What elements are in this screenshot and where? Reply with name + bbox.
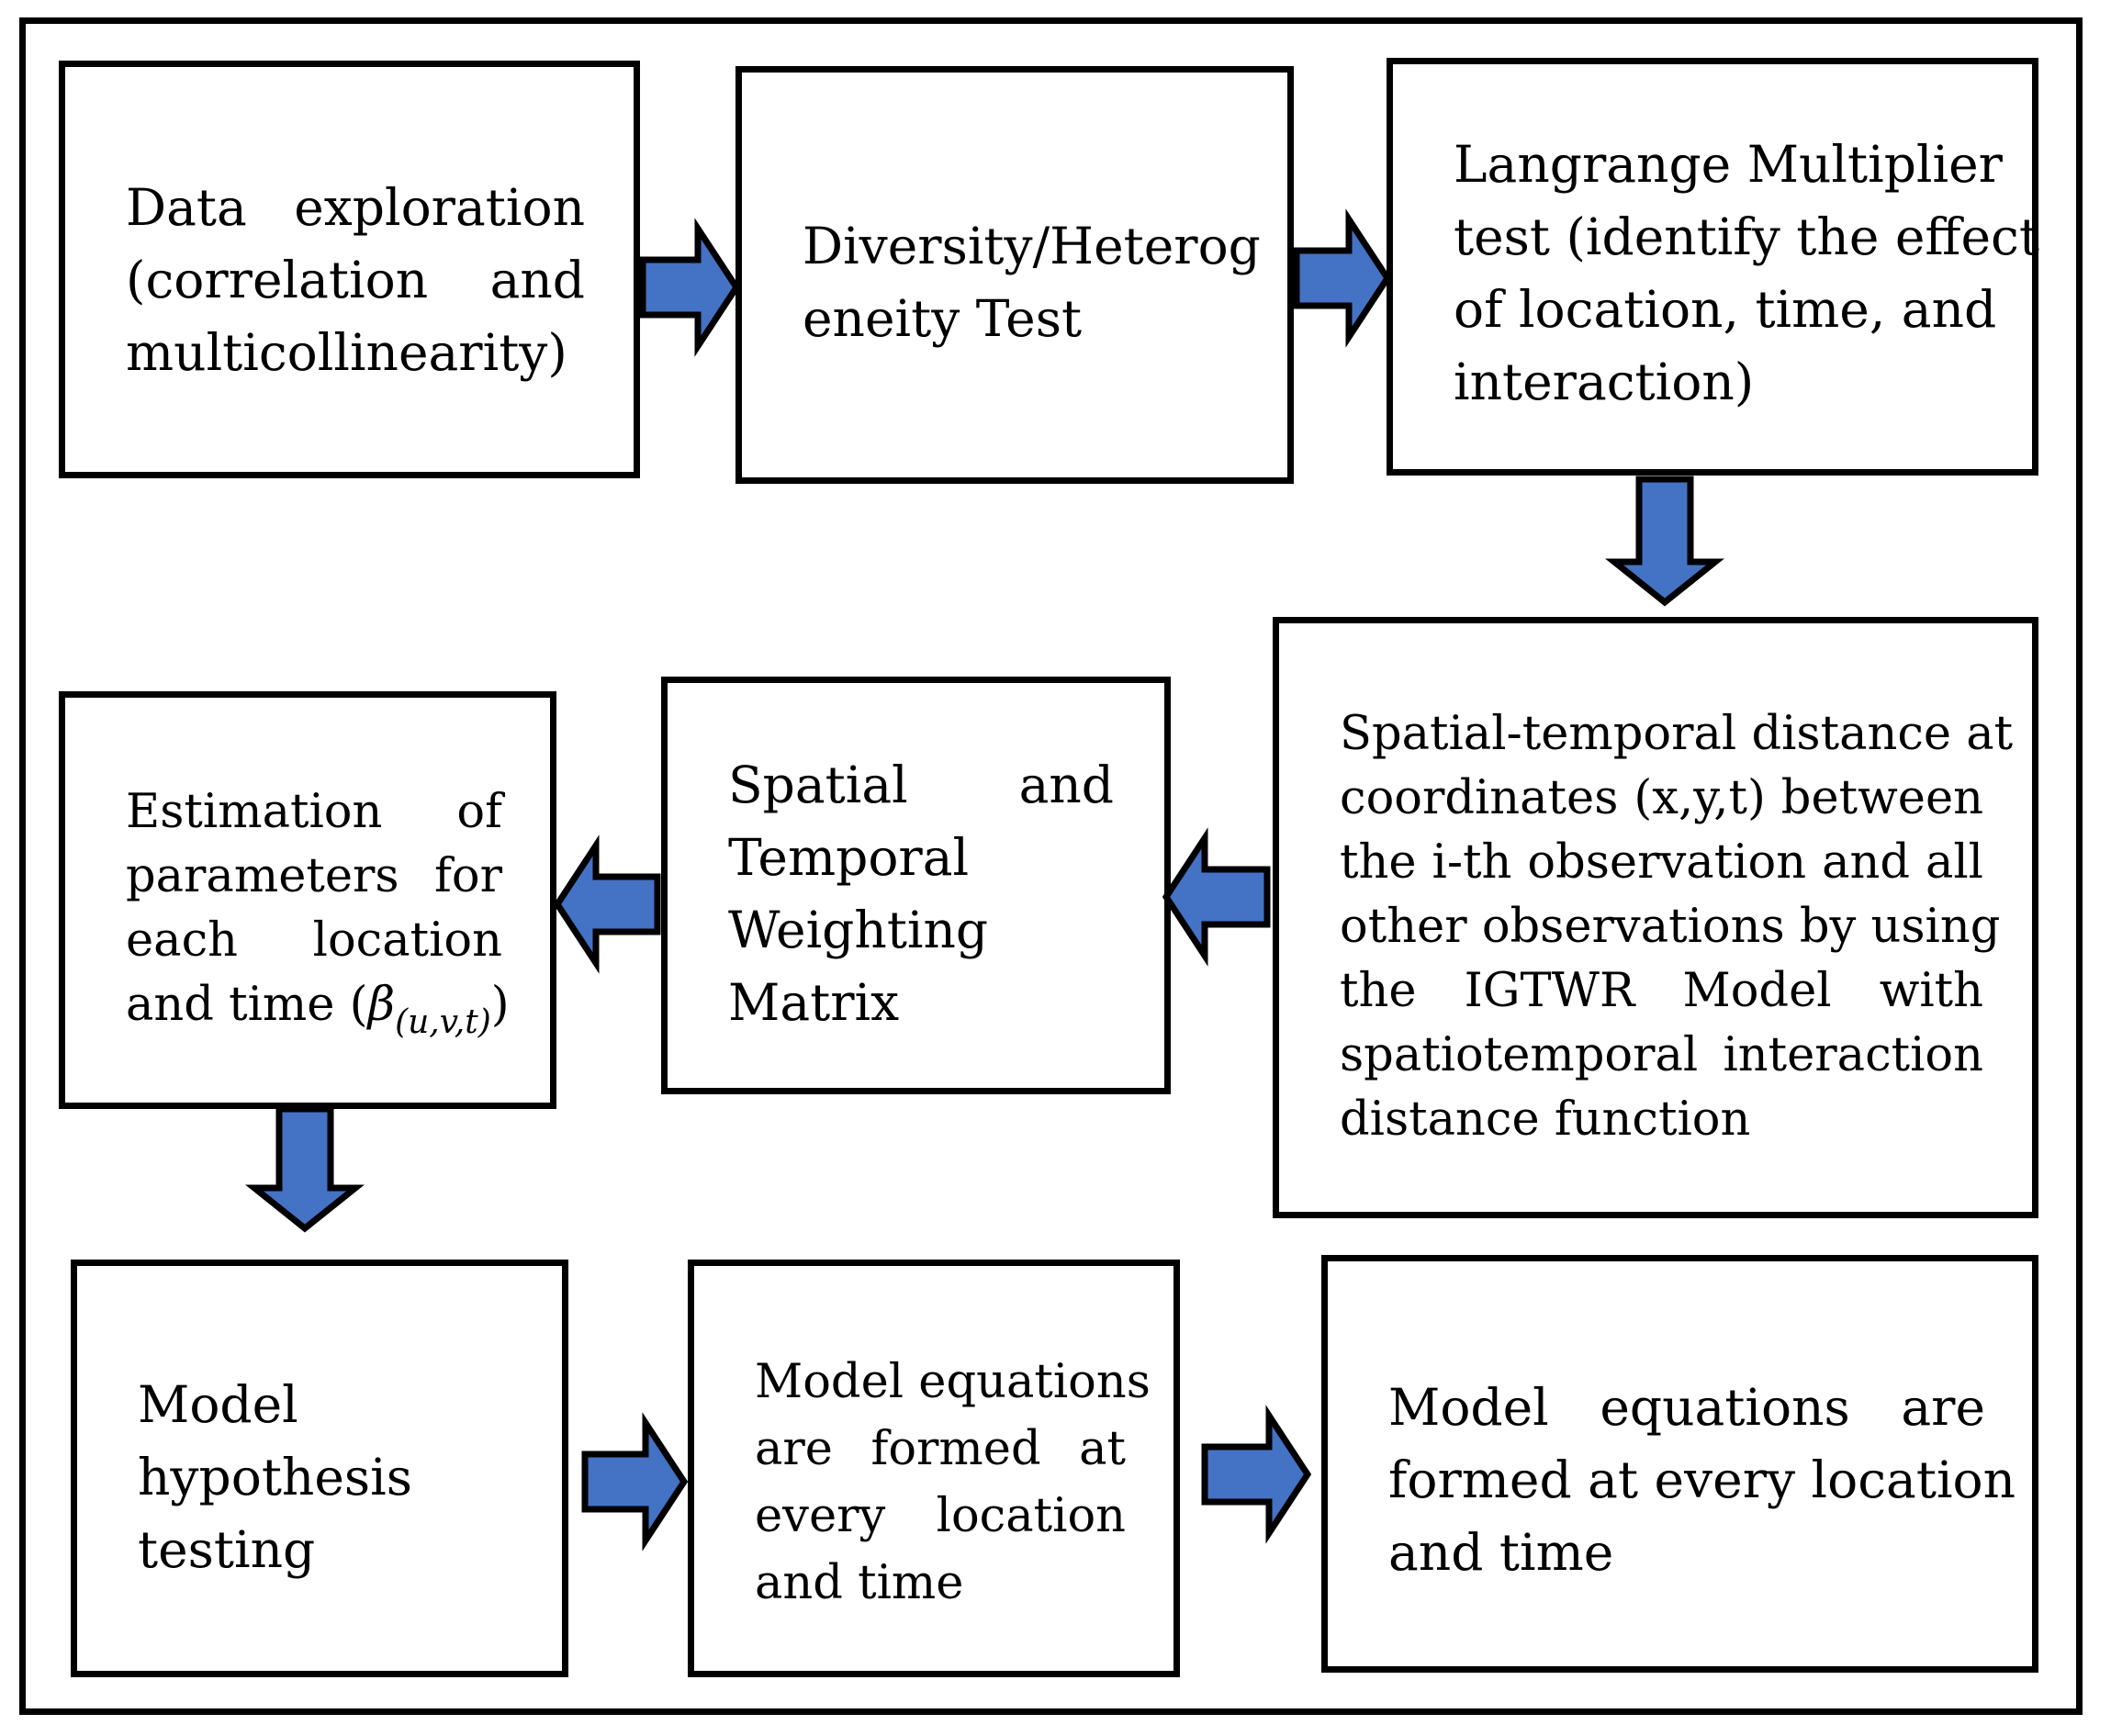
box-line: spatiotemporal interaction (1340, 1028, 1983, 1082)
box-line: Estimation of (126, 785, 502, 839)
box-line: Model (138, 1375, 298, 1434)
box-diversity-test: Diversity/Heterog eneity Test (735, 66, 1294, 484)
box-line: every location (755, 1489, 1126, 1543)
box-spatial-temporal-distance: Spatial-temporal distance at coordinates… (1273, 617, 2038, 1218)
box-line: hypothesis (138, 1448, 412, 1506)
box-data-exploration: Data exploration (correlation and multic… (59, 61, 640, 478)
beta-symbol: β (367, 978, 396, 1032)
box-line: Model equations (755, 1355, 1151, 1409)
box-line: of location, time, and (1454, 280, 1997, 339)
box-line: Data exploration (126, 178, 585, 237)
box-line: Weighting (728, 901, 989, 959)
box-line: Matrix (728, 973, 900, 1032)
box-line-formula: and time (β(u,v,t)) (126, 973, 510, 1055)
box-line: eneity Test (803, 289, 1083, 348)
box-parameter-estimation: Estimation of parameters for each locati… (59, 691, 556, 1109)
box-lagrange-test: Langrange Multiplier test (identify the … (1387, 58, 2039, 476)
box-hypothesis-testing: Model hypothesis testing (71, 1260, 568, 1677)
box-weighting-matrix: Spatial and Temporal Weighting Matrix (661, 677, 1171, 1094)
beta-subscript: (u,v,t) (395, 1003, 491, 1041)
box-line: and time (755, 1556, 964, 1610)
outer-frame (19, 17, 2083, 1715)
formula-prefix: and time ( (126, 978, 368, 1032)
box-line: Spatial and (728, 756, 1114, 814)
box-line: multicollinearity) (126, 323, 567, 382)
box-line: distance function (1340, 1092, 1751, 1147)
box-line: parameters for (126, 849, 502, 903)
formula-suffix: ) (490, 978, 510, 1032)
box-line: other observations by using (1340, 900, 2001, 954)
box-line: testing (138, 1520, 316, 1579)
box-line: test (identify the effect (1454, 207, 2039, 266)
box-line: (correlation and (126, 251, 585, 309)
box-line: Temporal (728, 828, 970, 887)
box-line: Diversity/Heterog (803, 217, 1261, 275)
box-line: Langrange Multiplier (1454, 135, 2003, 194)
box-line: are formed at (755, 1422, 1126, 1476)
box-model-equations-2: Model equations are formed at every loca… (1321, 1255, 2038, 1673)
box-line: the IGTWR Model with (1340, 964, 1983, 1018)
box-line: Spatial-temporal distance at (1340, 707, 2014, 761)
box-line: coordinates (x,y,t) between (1340, 771, 1983, 825)
box-line: the i-th observation and all (1340, 835, 1983, 890)
box-model-equations-1: Model equations are formed at every loca… (688, 1260, 1180, 1677)
box-line: each location (126, 913, 502, 968)
box-line: interaction) (1454, 353, 1755, 411)
box-line: formed at every location (1388, 1450, 2016, 1509)
box-line: Model equations are (1388, 1378, 1985, 1437)
box-line: and time (1388, 1523, 1614, 1582)
